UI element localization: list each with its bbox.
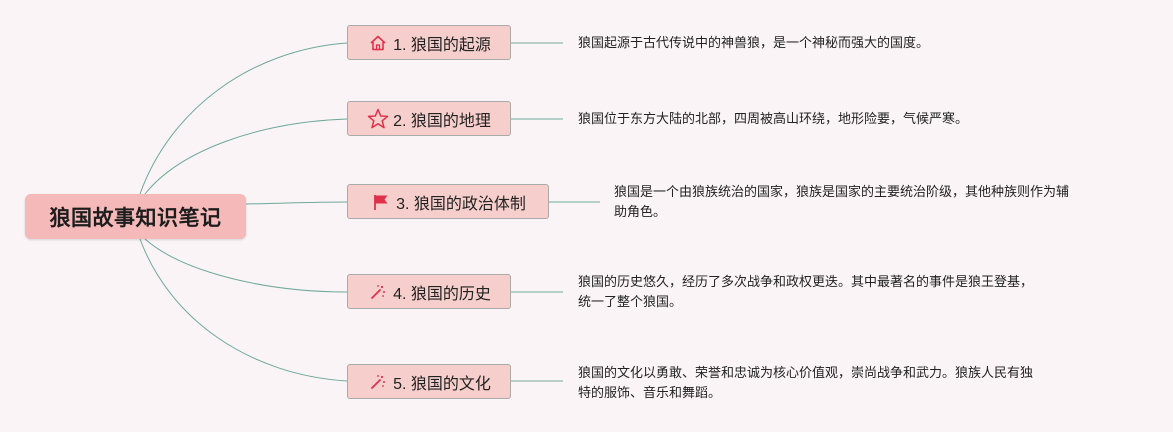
topic-culture-label: 5. 狼国的文化: [393, 375, 491, 393]
topic-politics[interactable]: 3. 狼国的政治体制: [347, 184, 549, 219]
note-culture-line-1: 狼国的文化以勇敢、荣誉和忠诚为核心价值观，崇尚战争和武力。狼族人民有独: [578, 365, 1034, 380]
topic-history-label: 4. 狼国的历史: [393, 285, 491, 303]
topic-culture[interactable]: 5. 狼国的文化: [347, 364, 511, 399]
topic-origin-label: 1. 狼国的起源: [393, 36, 491, 54]
magic-wand-icon: [367, 281, 389, 303]
connector-root-topic-2: [144, 118, 348, 195]
note-history-line-1: 狼国的历史悠久，经历了多次战争和政权更迭。其中最著名的事件是狼王登基，: [578, 274, 1034, 289]
topic-origin[interactable]: 1. 狼国的起源: [347, 25, 511, 60]
connector-root-topic-1: [139, 42, 348, 195]
home-icon: [367, 32, 389, 54]
connector-root-topic-5: [139, 238, 348, 382]
note-geography-text: 狼国位于东方大陆的北部，四周被高山环绕，地形险要，气候严寒。: [578, 111, 969, 126]
note-origin-text: 狼国起源于古代传说中的神兽狼，是一个神秘而强大的国度。: [578, 35, 930, 50]
note-politics: 狼国是一个由狼族统治的国家，狼族是国家的主要统治阶级，其他种族则作为辅 助角色。: [614, 182, 1069, 222]
flag-icon: [370, 191, 392, 213]
magic-wand-icon: [367, 371, 389, 393]
topic-geography-label: 2. 狼国的地理: [393, 112, 491, 130]
note-history: 狼国的历史悠久，经历了多次战争和政权更迭。其中最著名的事件是狼王登基， 统一了整…: [578, 272, 1033, 312]
topic-history[interactable]: 4. 狼国的历史: [347, 274, 511, 309]
connector-root-topic-4: [144, 238, 348, 293]
note-culture: 狼国的文化以勇敢、荣誉和忠诚为核心价值观，崇尚战争和武力。狼族人民有独 特的服饰…: [578, 363, 1033, 403]
topic-politics-label: 3. 狼国的政治体制: [396, 195, 526, 213]
note-culture-line-2: 特的服饰、音乐和舞蹈。: [578, 385, 722, 400]
note-origin: 狼国起源于古代传说中的神兽狼，是一个神秘而强大的国度。: [578, 33, 929, 53]
root-topic[interactable]: 狼国故事知识笔记: [25, 194, 246, 239]
connector-root-topic-3: [245, 201, 348, 205]
note-history-line-2: 统一了整个狼国。: [578, 294, 683, 309]
note-geography: 狼国位于东方大陆的北部，四周被高山环绕，地形险要，气候严寒。: [578, 109, 968, 129]
note-politics-line-1: 狼国是一个由狼族统治的国家，狼族是国家的主要统治阶级，其他种族则作为辅: [614, 184, 1070, 199]
star-icon: [367, 108, 389, 130]
topic-geography[interactable]: 2. 狼国的地理: [347, 101, 511, 136]
note-politics-line-2: 助角色。: [614, 204, 667, 219]
root-topic-label: 狼国故事知识笔记: [49, 206, 222, 230]
